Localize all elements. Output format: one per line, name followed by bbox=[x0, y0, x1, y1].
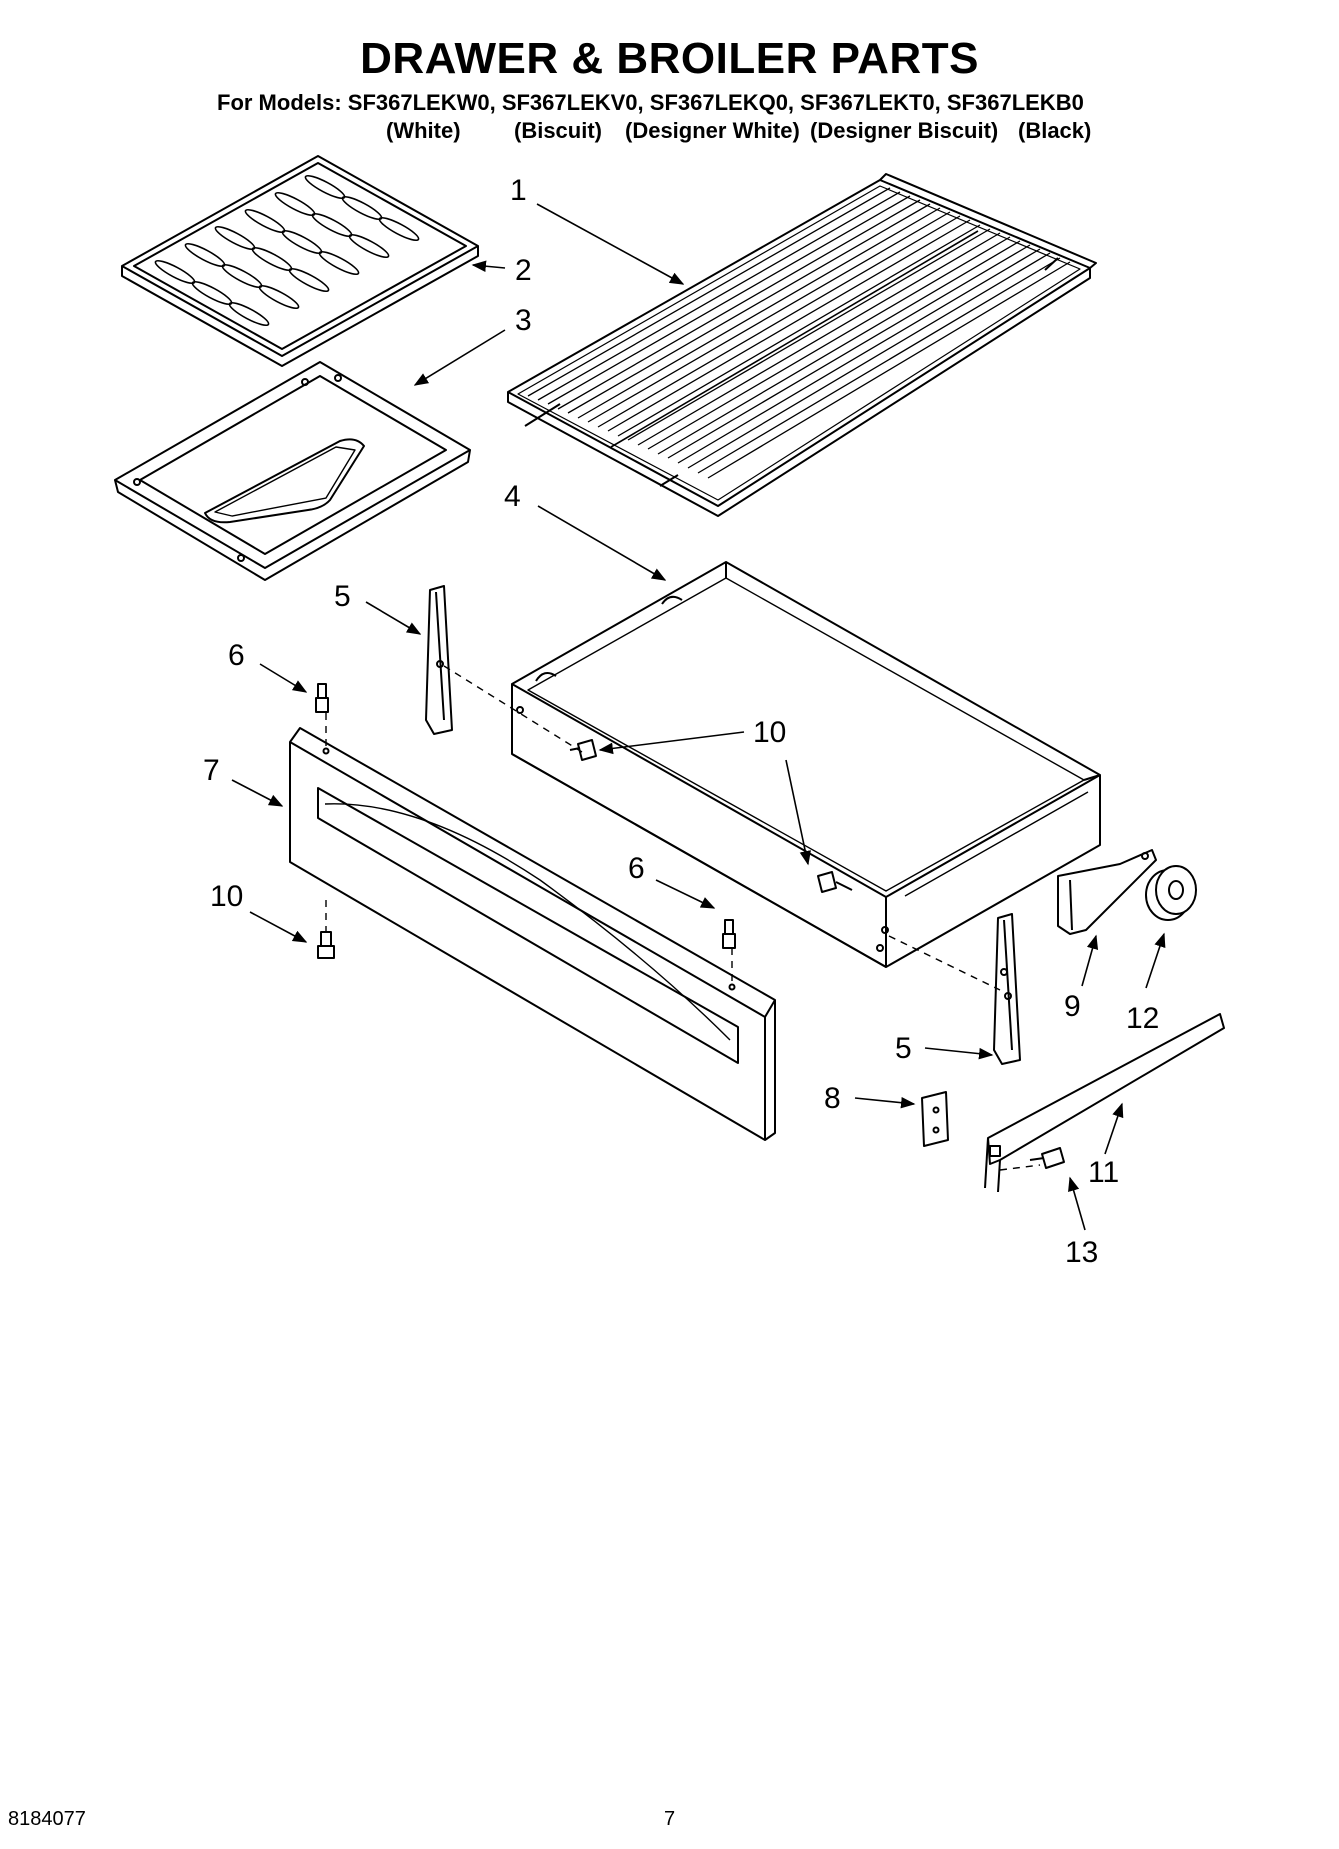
callout-10a: 10 bbox=[753, 716, 786, 749]
leader-13 bbox=[1068, 1176, 1086, 1231]
page-number: 7 bbox=[664, 1808, 676, 1830]
roller-12 bbox=[1145, 865, 1197, 921]
leader-1 bbox=[536, 203, 685, 285]
callout-6b: 6 bbox=[628, 852, 645, 885]
leader-12 bbox=[1145, 932, 1166, 989]
screw-drawer-b bbox=[817, 871, 853, 893]
callout-13: 13 bbox=[1065, 1236, 1098, 1269]
page-title: DRAWER & BROILER PARTS bbox=[360, 34, 979, 83]
leader-11 bbox=[1104, 1102, 1124, 1155]
stud-left bbox=[315, 683, 329, 713]
leader-4 bbox=[537, 505, 667, 581]
leader-7 bbox=[231, 779, 284, 807]
callout-6a: 6 bbox=[228, 639, 245, 672]
leader-5a bbox=[365, 601, 422, 635]
finish-white: (White) bbox=[386, 118, 461, 143]
rail-11 bbox=[984, 1013, 1225, 1193]
leader-10c bbox=[249, 911, 308, 943]
callout-8: 8 bbox=[824, 1082, 841, 1115]
callout-10b: 10 bbox=[210, 880, 243, 913]
callout-9: 9 bbox=[1064, 990, 1081, 1023]
leader-6a bbox=[259, 663, 308, 693]
broiler-pan bbox=[114, 361, 471, 581]
callout-5a: 5 bbox=[334, 580, 351, 613]
leader-6b bbox=[655, 879, 716, 909]
callout-11: 11 bbox=[1088, 1156, 1119, 1189]
leader-8 bbox=[854, 1096, 916, 1109]
stud-right bbox=[722, 919, 736, 949]
drawer-front-panel bbox=[289, 727, 776, 1141]
clip-8 bbox=[921, 1091, 949, 1147]
leader-9 bbox=[1081, 934, 1099, 987]
callout-7: 7 bbox=[203, 754, 220, 787]
callout-5b: 5 bbox=[895, 1032, 912, 1065]
callout-1: 1 bbox=[510, 174, 527, 207]
oven-rack bbox=[507, 173, 1097, 517]
slide-bracket-left bbox=[425, 585, 453, 735]
drawer-body bbox=[511, 561, 1101, 968]
document-number: 8184077 bbox=[8, 1808, 86, 1830]
assembly-lines bbox=[325, 665, 1041, 1171]
leader-10a bbox=[598, 731, 745, 755]
leader-arrows bbox=[231, 203, 1166, 1231]
models-line: For Models: SF367LEKW0, SF367LEKV0, SF36… bbox=[217, 90, 1084, 115]
finish-black: (Black) bbox=[1018, 118, 1092, 143]
leader-3 bbox=[413, 329, 506, 386]
broiler-grid bbox=[121, 155, 479, 367]
callout-3: 3 bbox=[515, 304, 532, 337]
callout-4: 4 bbox=[504, 480, 521, 513]
screw-front-panel bbox=[317, 931, 335, 959]
bracket-9 bbox=[1057, 849, 1157, 935]
leader-2 bbox=[471, 260, 506, 272]
callout-12: 12 bbox=[1126, 1002, 1159, 1035]
screw-drawer-a bbox=[569, 739, 597, 761]
callout-2: 2 bbox=[515, 254, 532, 287]
leader-5b bbox=[924, 1047, 994, 1060]
leader-10b bbox=[785, 759, 811, 866]
slide-bracket-right bbox=[993, 913, 1021, 1065]
screw-13 bbox=[1029, 1147, 1065, 1169]
finish-biscuit: (Biscuit) bbox=[514, 118, 602, 143]
finish-designer-biscuit: (Designer Biscuit) bbox=[810, 118, 999, 143]
finish-designer-white: (Designer White) bbox=[625, 118, 800, 143]
